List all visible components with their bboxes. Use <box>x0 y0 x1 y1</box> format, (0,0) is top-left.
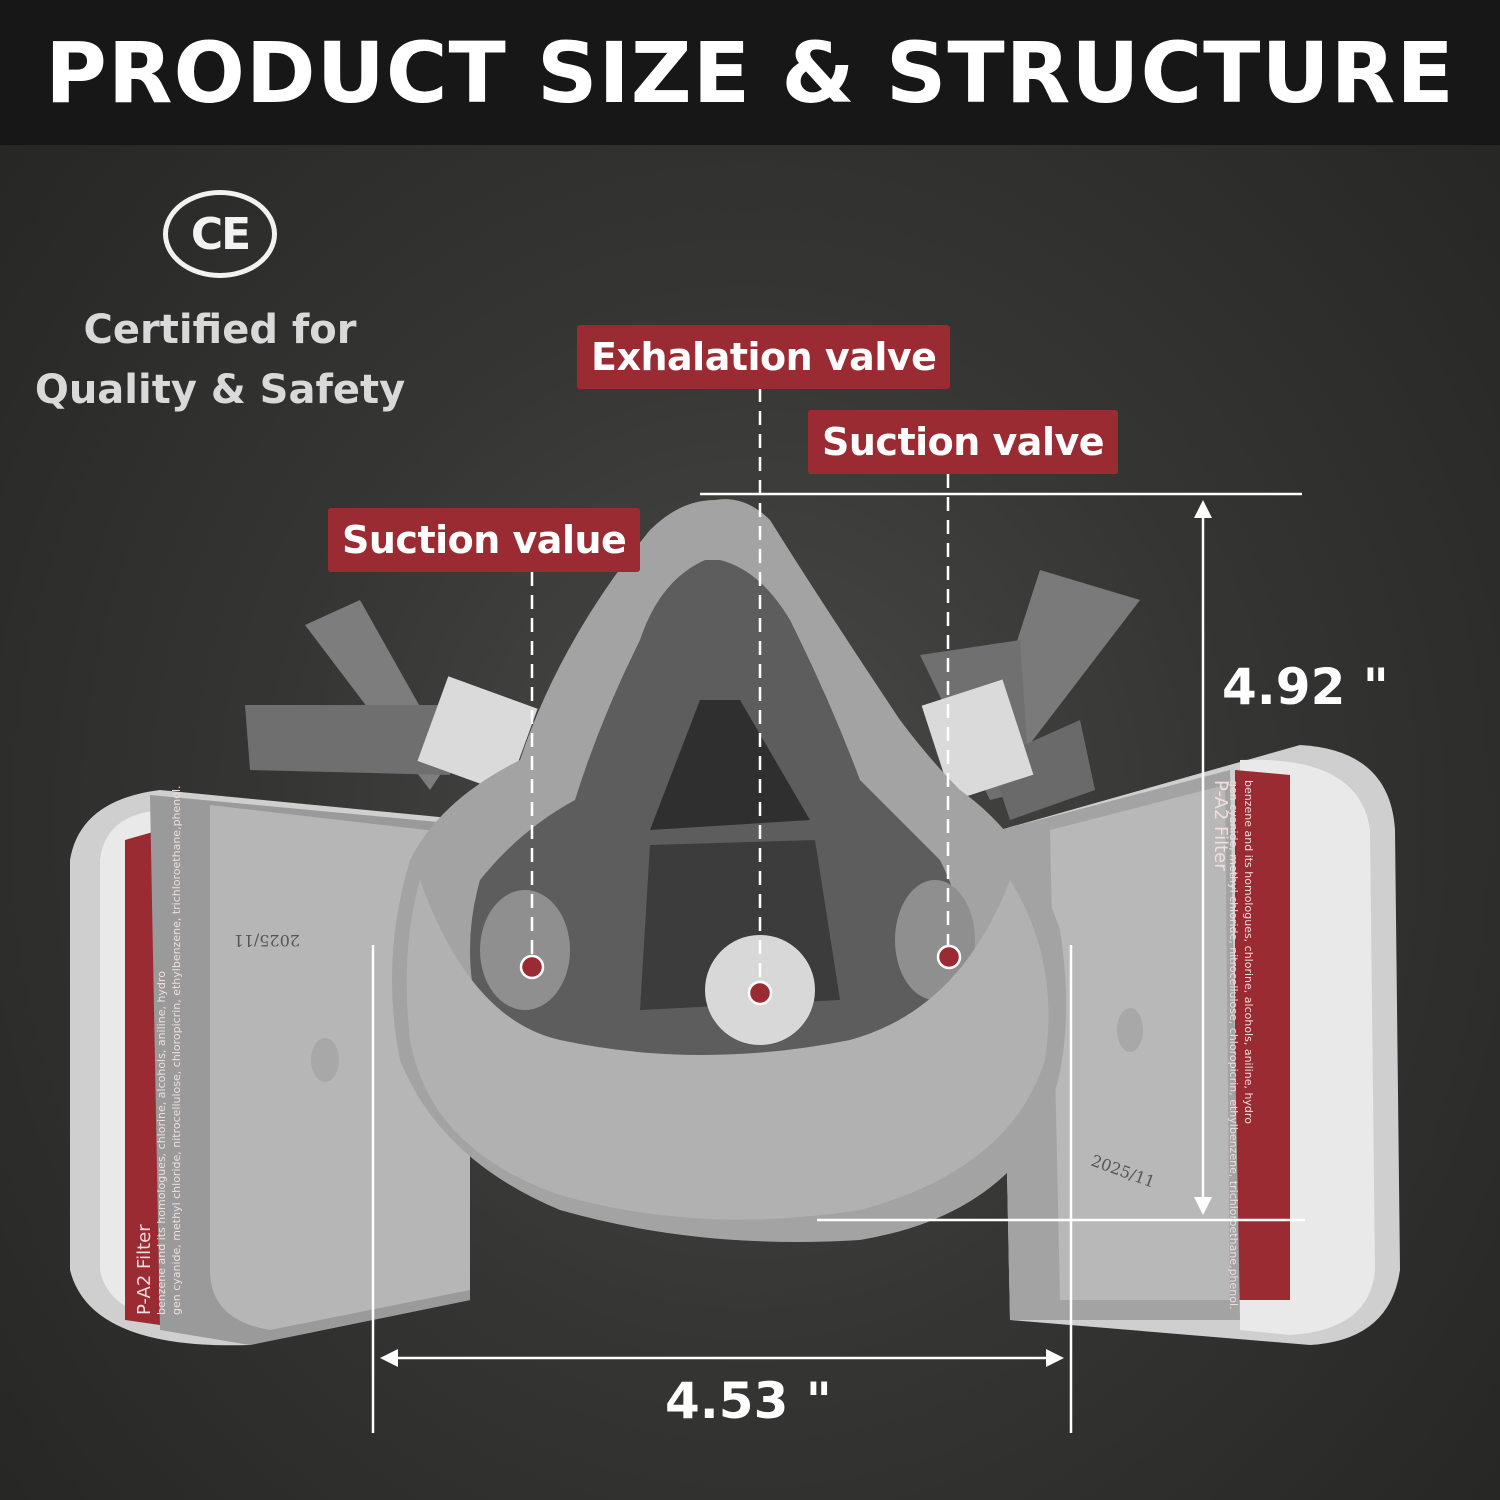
right-cartridge-band-print-line: gen cyanide, methyl chloride, nitrocellu… <box>1227 780 1240 1310</box>
certification-line-2: Quality & Safety <box>34 367 406 413</box>
ce-mark-icon: CE <box>163 190 277 278</box>
certification-line-1: Certified for <box>83 307 357 353</box>
suction-valve-left-label: Suction value <box>328 508 641 572</box>
header-banner: PRODUCT SIZE & STRUCTURE <box>0 0 1500 145</box>
certification-text: Certified for Quality & Safety <box>20 300 420 420</box>
height-dimension-line <box>700 492 1305 1222</box>
suction-valve-left-marker <box>519 954 545 980</box>
left-cartridge-date-print: 2025/11 <box>234 931 300 950</box>
exhalation-valve-label: Exhalation valve <box>577 325 951 389</box>
height-dimension-value: 4.92 " <box>1222 658 1389 716</box>
left-cartridge-band-print-line: gen cyanide, methyl chloride, nitrocellu… <box>170 785 183 1315</box>
certification-block: CE Certified for Quality & Safety <box>20 190 420 420</box>
right-cartridge-band-print-line: P-A2 Filter <box>1210 780 1231 871</box>
page-title: PRODUCT SIZE & STRUCTURE <box>45 23 1455 122</box>
left-cartridge-band-print-line: P-A2 Filter <box>134 1224 155 1315</box>
suction-valve-right-marker <box>936 944 962 970</box>
left-head-strap <box>245 600 538 794</box>
left-cartridge-band-print-line: benzene and its homologues, chlorine, al… <box>155 971 168 1315</box>
width-dimension-line <box>371 945 1073 1433</box>
suction-valve-right-label: Suction valve <box>808 410 1119 474</box>
right-cartridge-band-print: benzene and its homologues, chlorine, al… <box>1210 780 1255 1310</box>
half-mask-body <box>392 499 1067 1243</box>
callout-leaders <box>530 388 950 993</box>
right-cartridge-band-print-line: benzene and its homologues, chlorine, al… <box>1242 780 1255 1124</box>
left-filter-cartridge: 2025/11 <box>70 790 470 1346</box>
right-filter-cartridge: 2025/11 <box>1000 745 1400 1345</box>
exhalation-valve-marker <box>747 980 773 1006</box>
right-head-strap <box>920 570 1140 820</box>
width-dimension-value: 4.53 " <box>665 1372 832 1430</box>
